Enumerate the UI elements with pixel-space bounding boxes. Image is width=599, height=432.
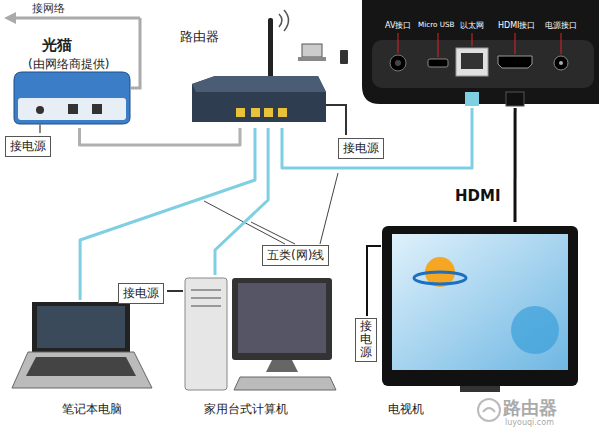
- power-label: 接电源: [355, 318, 377, 362]
- power-cord: [326, 105, 346, 135]
- network-label: 接网络: [32, 1, 65, 16]
- leader-line: [204, 173, 338, 244]
- node-text: 接电源: [360, 320, 372, 360]
- tv-globe: [511, 306, 559, 354]
- node-text: (由网络商提供): [28, 56, 109, 73]
- tv-logo: [414, 272, 466, 284]
- ethernet-plug: [465, 92, 479, 106]
- hdmi-plug: [506, 92, 524, 106]
- tv-stand: [460, 386, 500, 392]
- node-text: 接电源: [343, 140, 379, 157]
- power-port: [554, 56, 568, 70]
- node-text: 家用台式计算机: [204, 401, 288, 418]
- node-text: 接电源: [10, 138, 46, 155]
- micro-usb-port: [428, 59, 448, 67]
- power-cord: [39, 124, 41, 133]
- internet-line: [16, 17, 140, 20]
- ethernet-port: [456, 48, 488, 76]
- node-text: 以太网: [460, 20, 484, 31]
- laptop-icon: [298, 57, 326, 61]
- set-top-box-body: [362, 0, 599, 104]
- pc-monitor: [232, 278, 332, 360]
- router: 路由器: [180, 28, 330, 128]
- pc-screen: [238, 283, 326, 353]
- hdmi-port: [498, 56, 532, 68]
- pc-keyboard: [234, 377, 336, 390]
- node-text: 五类(网)线: [267, 247, 324, 264]
- pc-drive: [191, 290, 221, 306]
- av-port: [395, 60, 401, 66]
- modem: 光猫(由网络商提供): [8, 30, 138, 128]
- pc-stand: [266, 360, 298, 372]
- modem-port: [36, 106, 44, 114]
- laptop-display: [37, 306, 125, 348]
- ethernet-port: [461, 53, 483, 69]
- watermark-logo: [478, 399, 500, 421]
- internet-arrowhead: [4, 12, 16, 24]
- modem-front: [18, 98, 126, 120]
- modem-port: [68, 104, 78, 114]
- node-text: AV接口: [385, 20, 411, 31]
- node-text: 电源接口: [545, 20, 577, 31]
- wifi-signal: [279, 10, 289, 31]
- watermark: 路由器: [503, 396, 557, 420]
- node-text: Micro USB: [418, 20, 454, 29]
- cable: [282, 108, 472, 168]
- router-port: [236, 108, 245, 117]
- watermark-logo: [483, 408, 495, 412]
- laptop-keyboard: [26, 357, 136, 376]
- router-top: [192, 76, 326, 92]
- cable-label: 五类(网)线: [262, 245, 329, 266]
- television: 电视机: [380, 222, 580, 394]
- node-text: 光猫: [42, 36, 72, 55]
- set-top-box: AV接口 Micro USB 以太网 HDMI接口电源接口: [360, 0, 599, 108]
- internet-line: [131, 18, 140, 88]
- cable: [80, 128, 241, 145]
- modem-body: [14, 72, 130, 124]
- power-label: 接电源: [118, 283, 164, 304]
- phone-icon: [340, 50, 348, 64]
- edge-label: HDMI: [455, 187, 501, 205]
- router-body: [192, 76, 326, 122]
- cable: [215, 128, 268, 275]
- power-port: [559, 61, 563, 65]
- cable: [80, 128, 255, 300]
- modem-port: [92, 104, 102, 114]
- power-label: 接电源: [5, 136, 51, 157]
- power-cord: [367, 246, 381, 316]
- router-antenna: [268, 18, 273, 78]
- watermark: luyouqi.com: [505, 418, 554, 427]
- tv-screen: [392, 234, 568, 370]
- av-port: [390, 55, 406, 71]
- desktop-computer: 家用台式计算机: [180, 275, 335, 393]
- node-text: 路由器: [180, 28, 219, 46]
- router-port: [278, 108, 287, 117]
- tv-frame: [382, 226, 578, 386]
- laptop-icon: [302, 44, 322, 57]
- power-label: 接电源: [338, 138, 384, 159]
- laptop-screen: [32, 302, 130, 352]
- node-text: 笔记本电脑: [62, 401, 122, 418]
- node-text: 接电源: [123, 285, 159, 302]
- node-text: HDMI接口: [498, 20, 535, 31]
- power-cord: [167, 290, 183, 292]
- laptop: 笔记本电脑: [18, 300, 153, 392]
- cable: [514, 108, 517, 222]
- router-port: [264, 108, 273, 117]
- router-port: [251, 108, 260, 117]
- pc-tower: [185, 278, 227, 390]
- laptop-base: [12, 352, 152, 388]
- node-text: 电视机: [388, 401, 424, 418]
